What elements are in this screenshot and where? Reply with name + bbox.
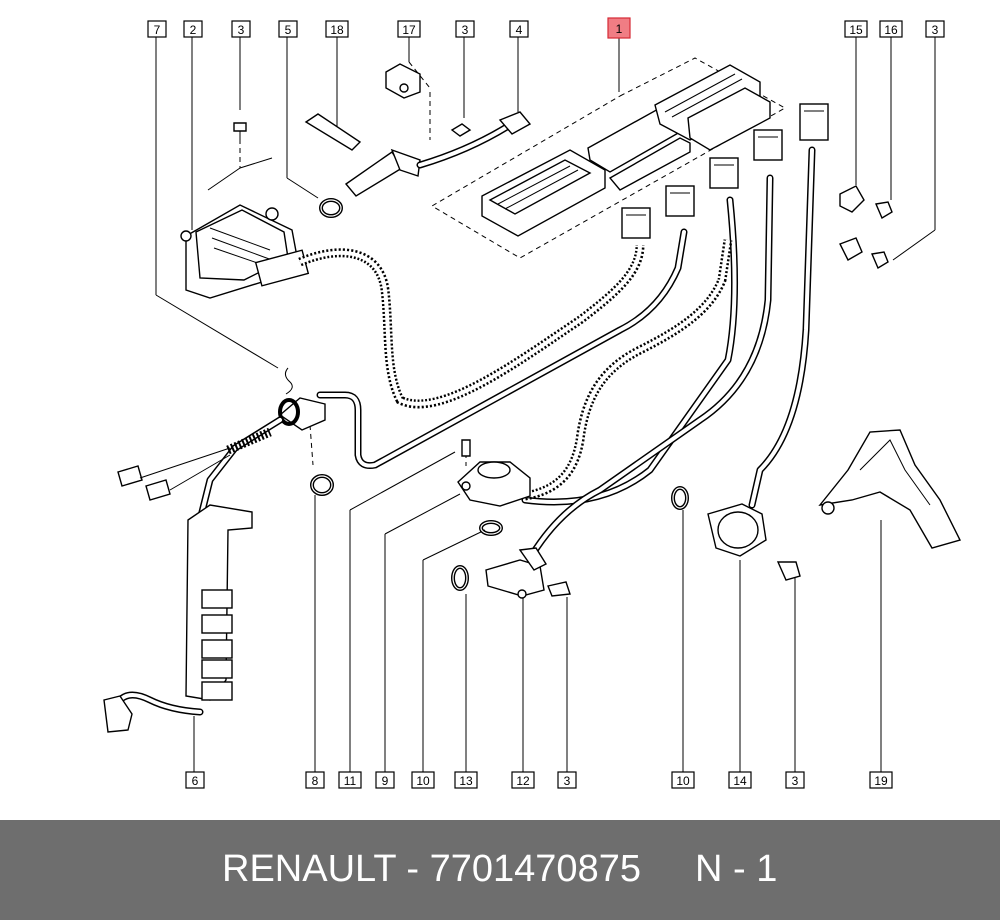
- svg-text:15: 15: [849, 23, 863, 37]
- callout-8: 8: [305, 771, 325, 789]
- callout-labels: 7 2 3 5 18 17 3 4 1 15 16 3 6 8 11 9 10 …: [147, 17, 945, 789]
- svg-text:17: 17: [402, 23, 416, 37]
- callout-3-top-c: 3: [925, 20, 945, 38]
- callout-9: 9: [375, 771, 395, 789]
- harness-connectors: [621, 103, 829, 239]
- bracket: [818, 429, 962, 549]
- callout-5: 5: [278, 20, 298, 38]
- callout-14: 14: [728, 771, 752, 789]
- callout-7: 7: [147, 20, 167, 38]
- pressure-sensor: [457, 439, 531, 536]
- svg-text:8: 8: [312, 774, 319, 788]
- svg-text:3: 3: [792, 774, 799, 788]
- control-module: [481, 64, 771, 237]
- svg-text:11: 11: [344, 774, 357, 788]
- svg-text:3: 3: [238, 23, 245, 37]
- callout-16: 16: [879, 20, 903, 38]
- parts-diagram: 7 2 3 5 18 17 3 4 1 15 16 3 6 8 11 9 10 …: [103, 17, 962, 789]
- callout-12: 12: [511, 771, 535, 789]
- svg-text:10: 10: [416, 774, 430, 788]
- solenoid-valve: [671, 486, 801, 581]
- svg-text:3: 3: [564, 774, 571, 788]
- svg-text:3: 3: [932, 23, 939, 37]
- callout-19: 19: [869, 771, 893, 789]
- callout-11: 11: [338, 771, 362, 789]
- part-number-text: RENAULT - 7701470875: [222, 848, 641, 890]
- svg-text:2: 2: [190, 23, 197, 37]
- svg-text:19: 19: [874, 774, 888, 788]
- svg-text:18: 18: [330, 23, 344, 37]
- part-number-banner: RENAULT - 7701470875 N - 1: [0, 820, 1000, 920]
- callout-15: 15: [844, 20, 868, 38]
- left-harness: [103, 367, 334, 733]
- main-harness: [316, 146, 816, 559]
- svg-text:12: 12: [516, 774, 530, 788]
- svg-text:1: 1: [616, 22, 623, 36]
- leader-lines: [155, 37, 936, 772]
- svg-text:10: 10: [676, 774, 690, 788]
- svg-text:3: 3: [462, 23, 469, 37]
- callout-2: 2: [183, 20, 203, 38]
- callout-17: 17: [397, 20, 421, 38]
- callout-3-bottom-b: 3: [785, 771, 805, 789]
- clip-group: [839, 185, 893, 270]
- callout-18: 18: [325, 20, 349, 38]
- top-sensor-group: [304, 63, 532, 218]
- callout-6: 6: [185, 771, 205, 789]
- callout-3-top-a: 3: [231, 20, 251, 38]
- svg-text:14: 14: [733, 774, 747, 788]
- callout-10-b: 10: [671, 771, 695, 789]
- svg-text:5: 5: [285, 23, 292, 37]
- callout-10-a: 10: [411, 771, 435, 789]
- callout-13: 13: [454, 771, 478, 789]
- svg-text:9: 9: [382, 774, 389, 788]
- callout-1: 1: [607, 17, 631, 39]
- svg-text:6: 6: [192, 774, 199, 788]
- svg-text:16: 16: [884, 23, 898, 37]
- callout-3-bottom-a: 3: [557, 771, 577, 789]
- callout-3-top-b: 3: [455, 20, 475, 38]
- reference-text: N - 1: [695, 848, 778, 890]
- coiled-harness-top: [298, 244, 645, 409]
- callout-4: 4: [509, 20, 529, 38]
- solenoid-switch: [180, 122, 310, 299]
- svg-text:13: 13: [459, 774, 473, 788]
- speed-sensor: [451, 547, 571, 599]
- svg-text:7: 7: [154, 23, 161, 37]
- svg-text:4: 4: [516, 23, 523, 37]
